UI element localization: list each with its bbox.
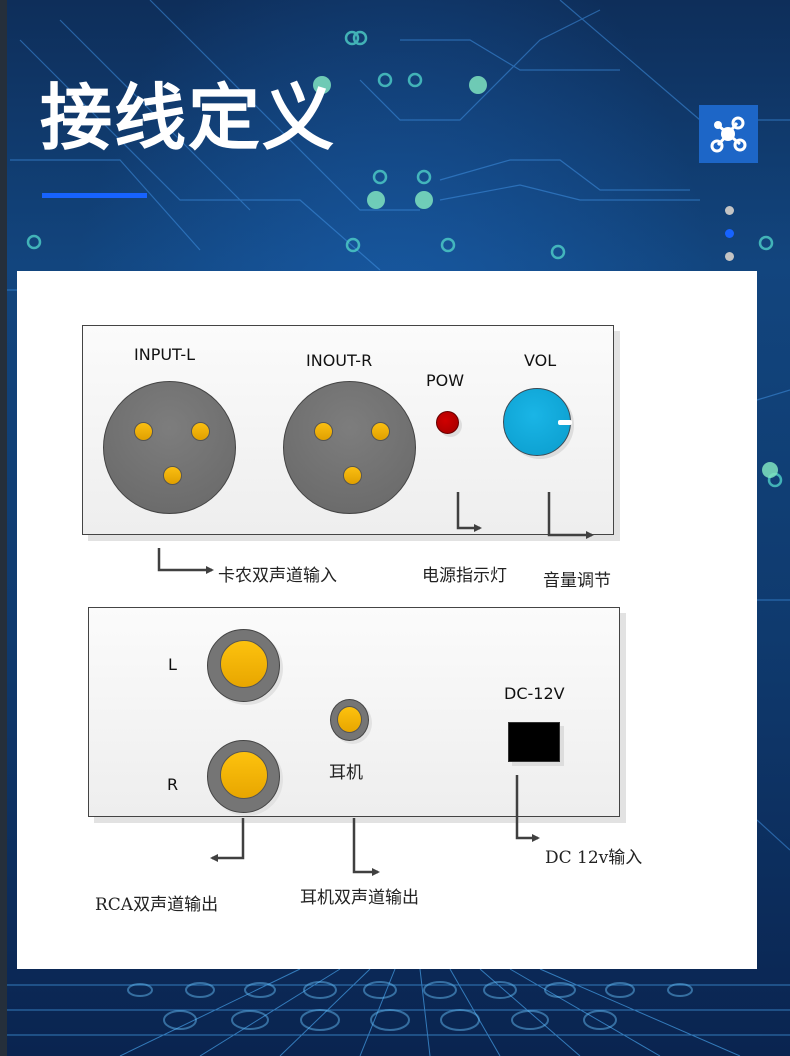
rca-core <box>220 751 268 799</box>
xlr-left-connector <box>103 381 236 514</box>
logo-badge <box>699 105 758 163</box>
volume-label: VOL <box>524 351 557 370</box>
power-led-label: POW <box>426 371 465 390</box>
dc-power-jack <box>508 722 560 762</box>
volume-knob <box>503 388 572 456</box>
pager-dot-3[interactable] <box>725 252 734 261</box>
power-annotation: 电源指示灯 <box>422 566 507 586</box>
rca-core <box>220 640 268 688</box>
rca-annotation: RCA双声道输出 <box>95 895 219 915</box>
xlr-right-label: INOUT-R <box>306 351 373 370</box>
xlr-annotation: 卡农双声道输入 <box>218 566 337 586</box>
dc-label: DC-12V <box>504 684 565 703</box>
xlr-pin <box>191 422 210 441</box>
rca-left-jack <box>207 629 280 702</box>
xlr-pin <box>134 422 153 441</box>
xlr-right-connector <box>283 381 416 514</box>
headphone-annotation: 耳机双声道输出 <box>300 888 419 908</box>
rca-right-label: R <box>167 775 179 794</box>
xlr-pin <box>343 466 362 485</box>
rca-left-label: L <box>168 655 177 674</box>
pager-dot-1[interactable] <box>725 206 734 215</box>
xlr-pin <box>371 422 390 441</box>
knob-indicator <box>558 420 572 425</box>
page-title: 接线定义 <box>40 76 337 160</box>
xlr-pin <box>163 466 182 485</box>
title-underline <box>42 193 147 198</box>
left-edge-strip <box>0 0 7 1056</box>
volume-annotation: 音量调节 <box>543 571 611 591</box>
headphone-jack <box>330 699 369 741</box>
pager-dot-2-active[interactable] <box>725 229 734 238</box>
pager-dots <box>725 206 734 275</box>
dc-annotation: DC 12v输入 <box>545 848 643 868</box>
headphone-core <box>337 706 362 733</box>
xlr-left-label: INPUT-L <box>134 345 196 364</box>
network-nodes-icon <box>710 116 747 153</box>
xlr-pin <box>314 422 333 441</box>
rca-right-jack <box>207 740 280 813</box>
headphone-label: 耳机 <box>329 763 363 783</box>
power-led <box>436 411 459 434</box>
